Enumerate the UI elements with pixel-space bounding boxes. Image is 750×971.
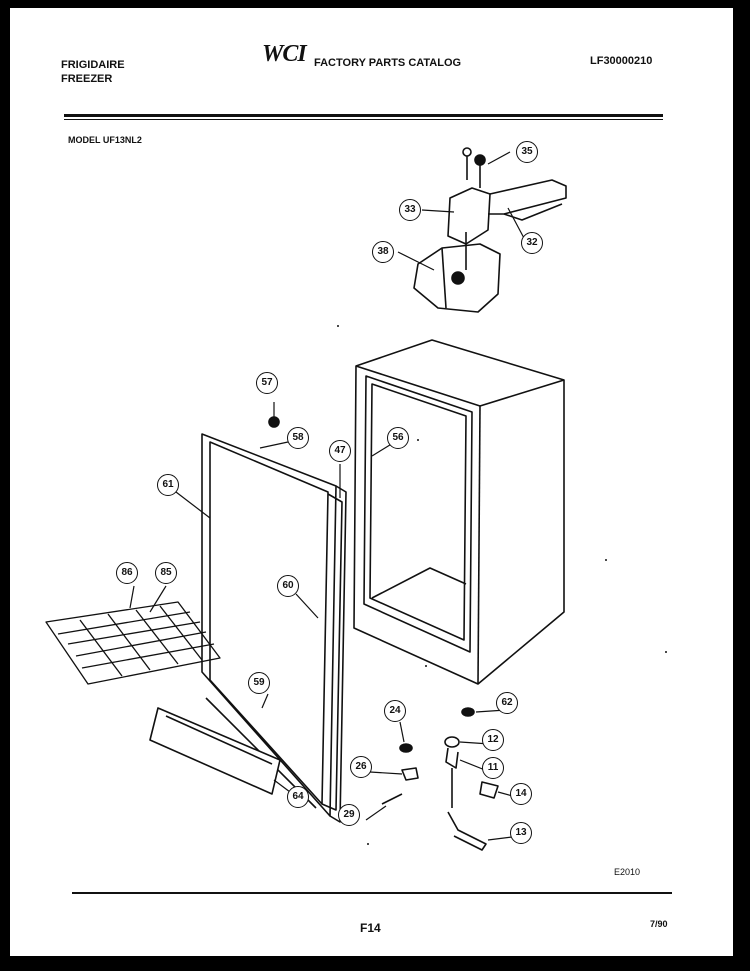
callout-35: 35 bbox=[516, 141, 538, 163]
callout-60: 60 bbox=[277, 575, 299, 597]
callout-29: 29 bbox=[338, 804, 360, 826]
scatter-dots bbox=[337, 325, 667, 845]
footer-rule bbox=[72, 892, 672, 894]
callout-57: 57 bbox=[256, 372, 278, 394]
callout-62: 62 bbox=[496, 692, 518, 714]
callout-14: 14 bbox=[510, 783, 532, 805]
catalog-title: FACTORY PARTS CATALOG bbox=[314, 57, 462, 69]
kick-plate bbox=[149, 707, 281, 795]
figure-code: E2010 bbox=[614, 867, 641, 877]
header-rule bbox=[64, 114, 663, 117]
callout-56: 56 bbox=[387, 427, 409, 449]
brand-name: FRIGIDAIRE bbox=[61, 59, 125, 71]
page-number: F14 bbox=[360, 921, 381, 935]
catalog-sheet: FRIGIDAIRE FREEZER WCI FACTORY PARTS CAT… bbox=[10, 8, 733, 956]
callout-11: 11 bbox=[482, 757, 504, 779]
callout-33: 33 bbox=[399, 199, 421, 221]
wire-shelf bbox=[45, 601, 221, 685]
drain-fittings bbox=[268, 416, 499, 851]
top-hinge-assembly bbox=[413, 147, 567, 313]
callout-59: 59 bbox=[248, 672, 270, 694]
callout-26: 26 bbox=[350, 756, 372, 778]
callout-61: 61 bbox=[157, 474, 179, 496]
catalog-number: LF30000210 bbox=[590, 55, 653, 67]
callout-86: 86 bbox=[116, 562, 138, 584]
callout-24: 24 bbox=[384, 700, 406, 722]
model-number: MODEL UF13NL2 bbox=[68, 135, 142, 145]
callout-64: 64 bbox=[287, 786, 309, 808]
callout-38: 38 bbox=[372, 241, 394, 263]
exploded-parts-diagram bbox=[45, 147, 667, 851]
callout-12: 12 bbox=[482, 729, 504, 751]
callout-13: 13 bbox=[510, 822, 532, 844]
revision-date: 7/90 bbox=[650, 919, 668, 929]
header-rule-thin bbox=[64, 119, 663, 120]
callout-85: 85 bbox=[155, 562, 177, 584]
freezer-cabinet bbox=[353, 339, 565, 685]
callout-58: 58 bbox=[287, 427, 309, 449]
callout-32: 32 bbox=[521, 232, 543, 254]
callout-47: 47 bbox=[329, 440, 351, 462]
product-type: FREEZER bbox=[61, 73, 113, 85]
